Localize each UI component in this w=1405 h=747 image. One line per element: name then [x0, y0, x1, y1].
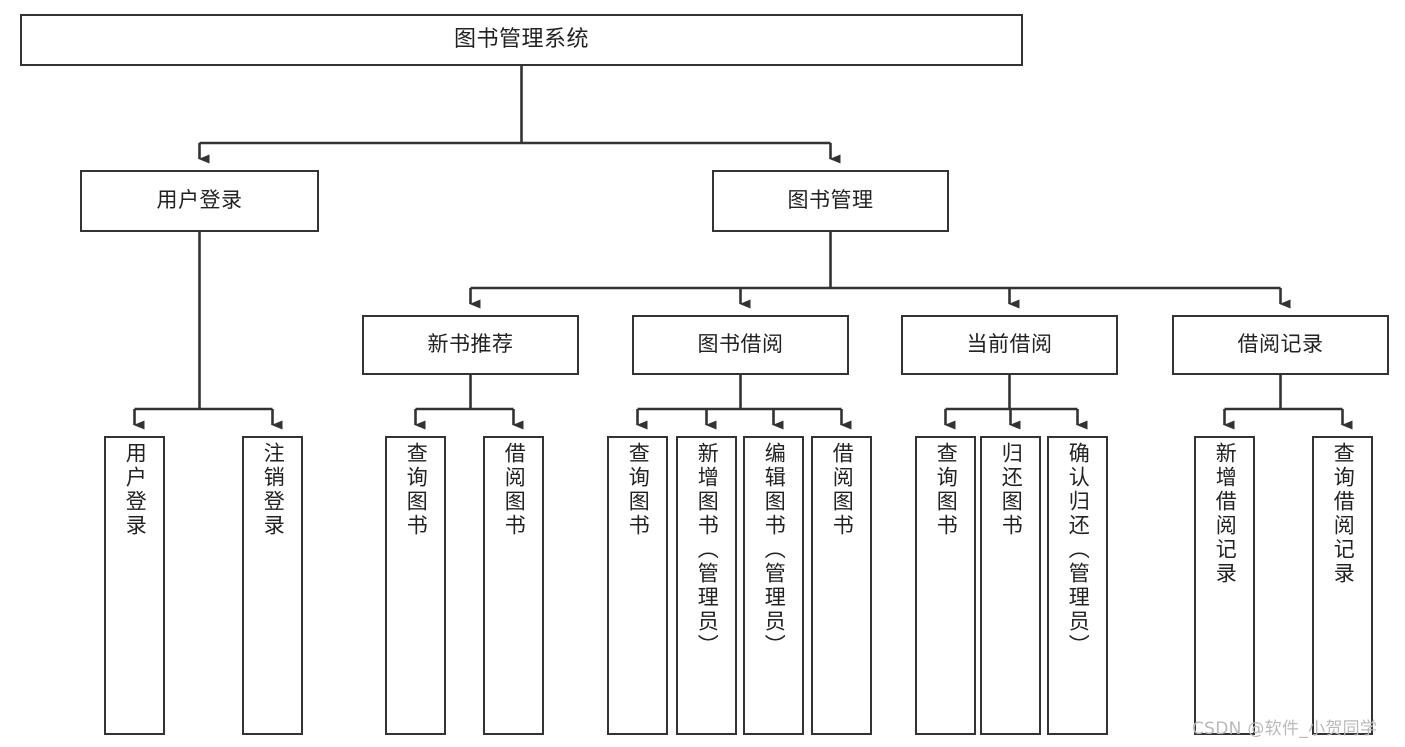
node-leaf-confirm-return: 确认归还（管理员）: [1047, 436, 1108, 735]
node-leaf-edit-book: 编辑图书（管理员）: [743, 436, 804, 735]
node-leaf-query-book-3: 查询图书: [915, 436, 976, 735]
node-label: 注销登录: [261, 442, 286, 538]
node-label: 查询图书: [404, 442, 429, 538]
node-label: 借阅记录: [1237, 332, 1324, 357]
node-label: 图书借阅: [697, 332, 784, 357]
watermark-text: CSDN @软件_小贺同学: [1192, 719, 1378, 739]
node-leaf-query-book-2: 查询图书: [607, 436, 668, 735]
node-label: 查询图书: [626, 442, 651, 538]
node-label: 新增图书（管理员）: [695, 442, 720, 658]
node-label: 当前借阅: [966, 332, 1053, 357]
edge-paths: [133, 66, 1353, 430]
node-label: 编辑图书（管理员）: [762, 442, 787, 658]
node-l2-book-borrow: 图书借阅: [632, 315, 849, 375]
node-label: 用户登录: [156, 188, 243, 213]
node-label: 确认归还（管理员）: [1066, 442, 1091, 658]
node-leaf-logout: 注销登录: [242, 436, 303, 735]
node-leaf-query-record: 查询借阅记录: [1312, 436, 1373, 735]
node-label: 新增借阅记录: [1213, 442, 1238, 586]
node-leaf-add-book: 新增图书（管理员）: [676, 436, 737, 735]
node-label: 归还图书: [999, 442, 1024, 538]
node-leaf-borrow-book-1: 借阅图书: [483, 436, 544, 735]
node-leaf-query-book-1: 查询图书: [385, 436, 446, 735]
node-label: 借阅图书: [830, 442, 855, 538]
node-leaf-add-record: 新增借阅记录: [1194, 436, 1255, 735]
node-l1-book-manage: 图书管理: [712, 170, 949, 232]
node-leaf-borrow-book-2: 借阅图书: [811, 436, 872, 735]
node-label: 图书管理: [787, 188, 874, 213]
node-label: 查询图书: [934, 442, 959, 538]
node-l2-new-book-rec: 新书推荐: [362, 315, 579, 375]
node-leaf-user-login: 用户登录: [104, 436, 165, 735]
node-leaf-return-book: 归还图书: [980, 436, 1041, 735]
node-l2-borrow-record: 借阅记录: [1172, 315, 1389, 375]
node-label: 图书管理系统: [453, 26, 589, 52]
node-l1-user-login: 用户登录: [80, 170, 319, 232]
node-root: 图书管理系统: [20, 14, 1023, 66]
node-label: 用户登录: [123, 442, 148, 538]
node-label: 借阅图书: [502, 442, 527, 538]
node-l2-current-borrow: 当前借阅: [901, 315, 1118, 375]
node-label: 查询借阅记录: [1331, 442, 1356, 586]
node-label: 新书推荐: [427, 332, 514, 357]
